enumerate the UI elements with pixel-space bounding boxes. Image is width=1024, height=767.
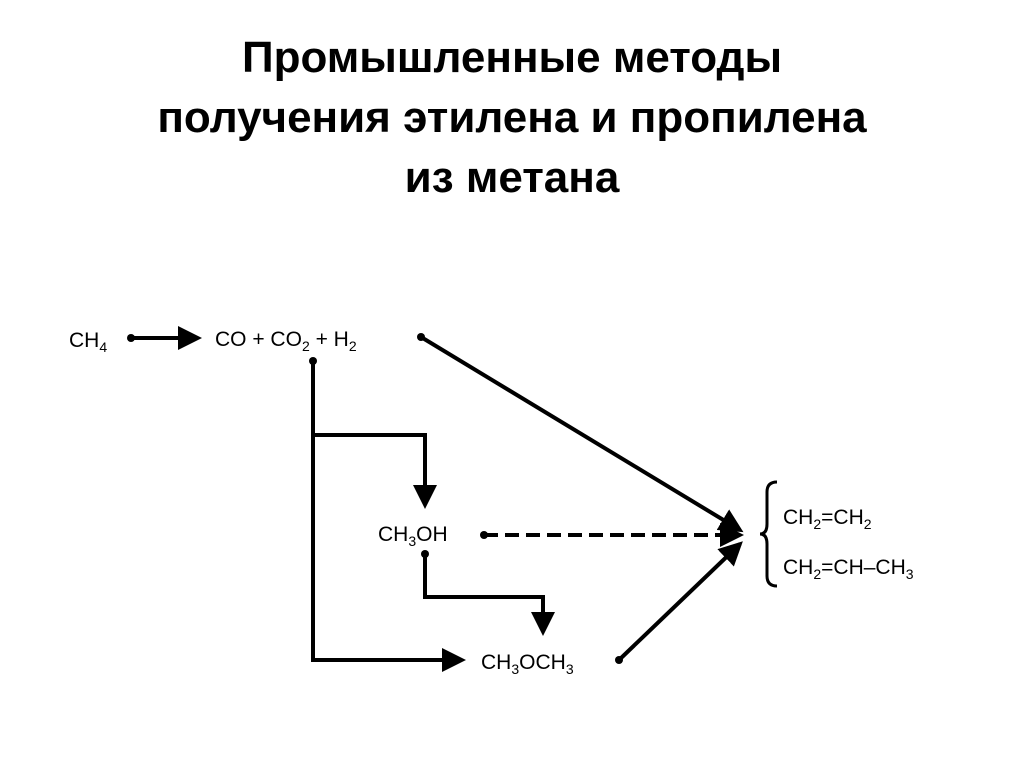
ethylene-label: CH2=CH2 [783,506,872,532]
syngas-label: CO + CO2 + H2 [215,328,357,354]
products-brace [759,480,778,588]
arrow-methanol-to-dme [423,554,555,636]
title-line-2: получения этилена и пропилена [157,93,867,142]
title-line-1: Промышленные методы [241,33,783,82]
page-title: Промышленные методы получения этилена и … [0,28,1024,208]
dme-label: CH3OCH3 [481,651,574,677]
arrow-syngas-to-methanol [313,433,437,509]
title-line-3: из метана [404,153,620,202]
ch4-label: CH4 [69,329,108,355]
methanol-label: CH3OH [378,523,448,549]
arrow-dme-to-olefins [617,541,743,662]
propylene-label: CH2=CH–CH3 [783,556,914,582]
arrow-syngas-to-olefins [419,335,744,533]
